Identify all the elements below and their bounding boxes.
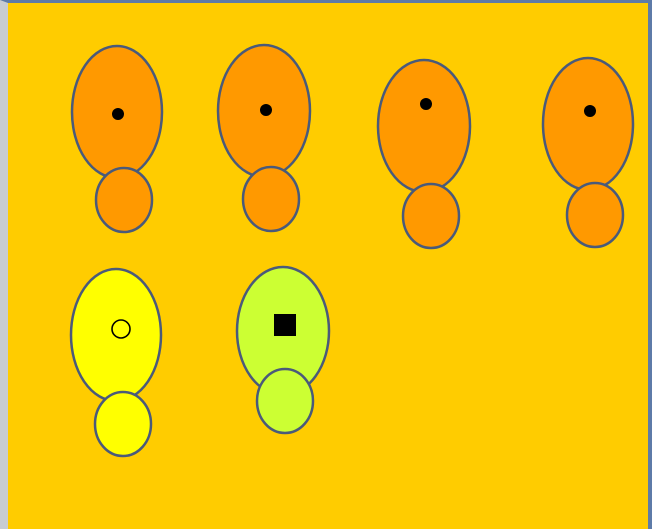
figure-6-foot	[257, 369, 313, 433]
figure-3[interactable]	[378, 60, 470, 248]
figure-5-foot	[95, 392, 151, 456]
figure-5[interactable]	[71, 269, 161, 456]
figure-1[interactable]	[72, 46, 162, 232]
figure-2-foot	[243, 167, 299, 231]
figure-4-foot	[567, 183, 623, 247]
figure-2[interactable]	[218, 45, 310, 231]
figure-6-filled-square-icon	[274, 314, 296, 336]
figure-1-foot	[96, 168, 152, 232]
figure-4-body	[543, 58, 633, 190]
figure-4[interactable]	[543, 58, 633, 247]
figure-6[interactable]	[237, 267, 329, 433]
figure-board	[8, 3, 652, 529]
figure-3-foot	[403, 184, 459, 248]
figure-2-filled-dot-icon	[260, 104, 272, 116]
figure-3-body	[378, 60, 470, 192]
figure-4-filled-dot-icon	[584, 105, 596, 117]
figure-1-filled-dot-icon	[112, 108, 124, 120]
figure-3-filled-dot-icon	[420, 98, 432, 110]
figure-5-body	[71, 269, 161, 401]
